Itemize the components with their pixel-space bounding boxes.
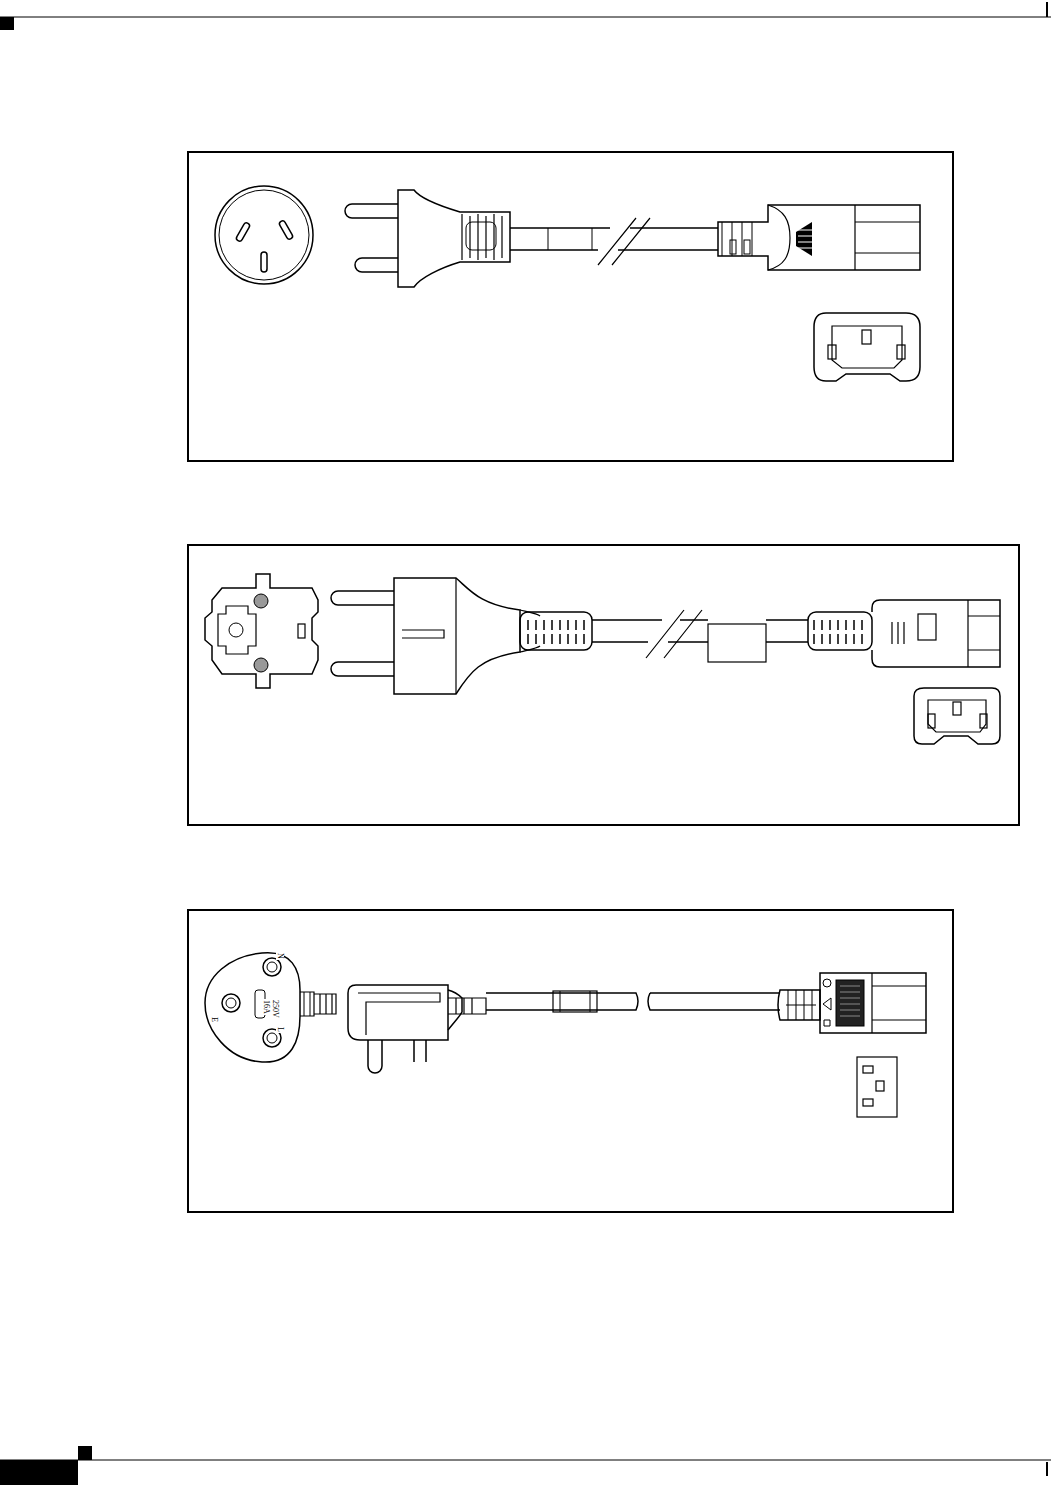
plug-marking: L bbox=[276, 1026, 284, 1033]
australian-cord bbox=[188, 152, 953, 461]
plug-marking: N bbox=[276, 952, 284, 960]
header-mark bbox=[0, 17, 14, 30]
uk-cord bbox=[188, 910, 953, 1212]
plug-marking: E bbox=[210, 1016, 218, 1023]
header-rule bbox=[0, 17, 1051, 18]
crop-mark bbox=[1046, 1462, 1048, 1476]
schuko-cord bbox=[188, 545, 1019, 825]
crop-mark bbox=[1046, 2, 1048, 17]
footer-rule bbox=[0, 1460, 1051, 1461]
footer-tab bbox=[0, 1460, 78, 1485]
plug-marking: 250V bbox=[271, 999, 279, 1019]
plug-marking: 16A bbox=[262, 999, 270, 1015]
footer-mark bbox=[78, 1446, 92, 1460]
